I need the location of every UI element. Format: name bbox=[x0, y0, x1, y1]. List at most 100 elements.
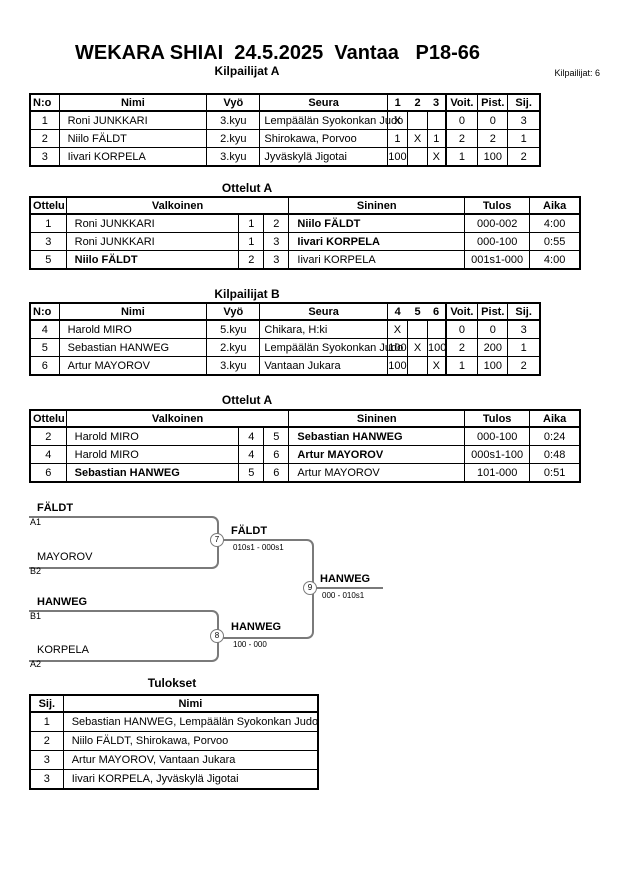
cell-name: Iivari KORPELA bbox=[58, 147, 208, 167]
cell-points: 100 bbox=[477, 356, 509, 376]
table-header-row: Ottelu Valkoinen Sininen Tulos Aika bbox=[29, 197, 581, 215]
cell-place: 2 bbox=[507, 356, 541, 376]
cell-white-name: Roni JUNKKARI bbox=[65, 232, 240, 251]
cell-time: 4:00 bbox=[529, 213, 581, 233]
cell-result: 000s1-100 bbox=[464, 445, 531, 464]
cell-time: 0:24 bbox=[529, 426, 581, 446]
match-7-score: 010s1 - 000s1 bbox=[233, 543, 284, 552]
bracket-winner-line-7 bbox=[220, 539, 314, 590]
col-result: Tulos bbox=[464, 197, 531, 215]
cell-wins: 1 bbox=[444, 356, 479, 376]
cell-blue-name: Iivari KORPELA bbox=[288, 250, 466, 270]
cell-blue-no: 5 bbox=[263, 426, 290, 446]
cell-white-name: Harold MIRO bbox=[65, 426, 240, 446]
matches-a2-section-title: Ottelut A bbox=[221, 393, 273, 407]
table-header-row: Ottelu Valkoinen Sininen Tulos Aika bbox=[29, 410, 581, 428]
cell-vs2: X bbox=[406, 129, 429, 148]
cell-vs4: X bbox=[386, 319, 408, 339]
col-white: Valkoinen bbox=[65, 197, 290, 215]
cell-no: 3 bbox=[29, 147, 60, 167]
cell-place: 1 bbox=[29, 711, 64, 732]
pool-b-table: N:o Nimi Vyö Seura 4 5 6 Voit. Pist. Sij… bbox=[29, 302, 541, 376]
match-row: 1 Roni JUNKKARI 1 2 Niilo FÄLDT 000-002 … bbox=[29, 213, 581, 233]
cell-points: 0 bbox=[477, 110, 509, 130]
cell-place: 3 bbox=[29, 750, 64, 770]
result-row: 3 Iivari KORPELA, Jyväskylä Jigotai bbox=[29, 769, 319, 790]
bracket-competitor-faldt: FÄLDT bbox=[37, 502, 74, 514]
bracket-competitor-hanweg: HANWEG bbox=[37, 596, 88, 608]
cell-vs3: 1 bbox=[427, 129, 447, 148]
cell-points: 100 bbox=[477, 147, 509, 167]
cell-name: Sebastian HANWEG bbox=[58, 338, 208, 357]
cell-belt: 3.kyu bbox=[206, 110, 261, 130]
match-row: 2 Harold MIRO 4 5 Sebastian HANWEG 000-1… bbox=[29, 426, 581, 446]
cell-white-no: 2 bbox=[238, 250, 265, 270]
col-club: Seura bbox=[259, 94, 388, 112]
cell-white-no: 1 bbox=[238, 213, 265, 233]
cell-match-no: 5 bbox=[29, 250, 67, 270]
cell-vs2 bbox=[406, 110, 429, 130]
cell-blue-name: Artur MAYOROV bbox=[288, 463, 466, 483]
cell-belt: 3.kyu bbox=[206, 356, 261, 376]
col-club: Seura bbox=[259, 303, 388, 321]
cell-place: 1 bbox=[507, 338, 541, 357]
bracket-seed-a2: A2 bbox=[30, 659, 42, 669]
cell-vs5: X bbox=[406, 338, 429, 357]
cell-blue-no: 3 bbox=[263, 232, 290, 251]
cell-match-no: 1 bbox=[29, 213, 67, 233]
col-match: Ottelu bbox=[29, 197, 67, 215]
match-row: 5 Niilo FÄLDT 2 3 Iivari KORPELA 001s1-0… bbox=[29, 250, 581, 270]
col-points: Pist. bbox=[477, 94, 509, 112]
cell-club: Lempäälän Syokonkan Judo bbox=[259, 110, 403, 130]
col-white: Valkoinen bbox=[65, 410, 290, 428]
match-9-circle: 9 bbox=[303, 581, 317, 595]
table-row: 1 Roni JUNKKARI 3.kyu Lempäälän Syokonka… bbox=[29, 110, 541, 130]
result-row: 2 Niilo FÄLDT, Shirokawa, Porvoo bbox=[29, 731, 319, 751]
cell-no: 5 bbox=[29, 338, 60, 357]
pool-a-section-title: Kilpailijat A bbox=[214, 64, 280, 78]
cell-vs6: X bbox=[427, 356, 447, 376]
match-8-circle: 8 bbox=[210, 629, 224, 643]
table-row: 3 Iivari KORPELA 3.kyu Jyväskylä Jigotai… bbox=[29, 147, 541, 167]
cell-competitor: Sebastian HANWEG, Lempäälän Syokonkan Ju… bbox=[62, 711, 319, 732]
col-place: Sij. bbox=[507, 94, 541, 112]
cell-time: 4:00 bbox=[529, 250, 581, 270]
competitor-count: Kilpailijat: 6 bbox=[554, 68, 600, 78]
cell-club: Vantaan Jukara bbox=[259, 356, 388, 376]
cell-place: 3 bbox=[29, 769, 64, 790]
cell-white-name: Sebastian HANWEG bbox=[65, 463, 240, 483]
col-place: Sij. bbox=[29, 695, 64, 713]
cell-white-name: Harold MIRO bbox=[65, 445, 240, 464]
results-table: Sij. Nimi 1 Sebastian HANWEG, Lempäälän … bbox=[29, 694, 319, 790]
cell-vs6 bbox=[427, 319, 447, 339]
cell-wins: 2 bbox=[444, 338, 479, 357]
cell-competitor: Niilo FÄLDT, Shirokawa, Porvoo bbox=[62, 731, 319, 751]
cell-wins: 0 bbox=[444, 319, 479, 339]
cell-blue-name: Artur MAYOROV bbox=[288, 445, 466, 464]
cell-belt: 2.kyu bbox=[206, 338, 261, 357]
cell-place: 2 bbox=[29, 731, 64, 751]
bracket-seed-b1: B1 bbox=[30, 611, 42, 621]
col-name: Nimi bbox=[58, 303, 208, 321]
col-opp6: 6 bbox=[427, 303, 447, 321]
cell-result: 101-000 bbox=[464, 463, 531, 483]
col-belt: Vyö bbox=[206, 303, 261, 321]
match-row: 6 Sebastian HANWEG 5 6 Artur MAYOROV 101… bbox=[29, 463, 581, 483]
cell-white-no: 4 bbox=[238, 426, 265, 446]
cell-place: 3 bbox=[507, 110, 541, 130]
matches-a2-table: Ottelu Valkoinen Sininen Tulos Aika 2 Ha… bbox=[29, 409, 581, 483]
cell-blue-name: Niilo FÄLDT bbox=[288, 213, 466, 233]
cell-points: 0 bbox=[477, 319, 509, 339]
table-row: 4 Harold MIRO 5.kyu Chikara, H:ki X 0 0 … bbox=[29, 319, 541, 339]
table-row: 6 Artur MAYOROV 3.kyu Vantaan Jukara 100… bbox=[29, 356, 541, 376]
col-points: Pist. bbox=[477, 303, 509, 321]
cell-vs5 bbox=[406, 356, 429, 376]
col-wins: Voit. bbox=[444, 303, 479, 321]
col-opp1: 1 bbox=[386, 94, 408, 112]
cell-club: Lempäälän Syokonkan Judo bbox=[259, 338, 403, 357]
cell-name: Roni JUNKKARI bbox=[58, 110, 208, 130]
cell-result: 000-002 bbox=[464, 213, 531, 233]
match-7-circle: 7 bbox=[210, 533, 224, 547]
matches-a1-table: Ottelu Valkoinen Sininen Tulos Aika 1 Ro… bbox=[29, 196, 581, 270]
